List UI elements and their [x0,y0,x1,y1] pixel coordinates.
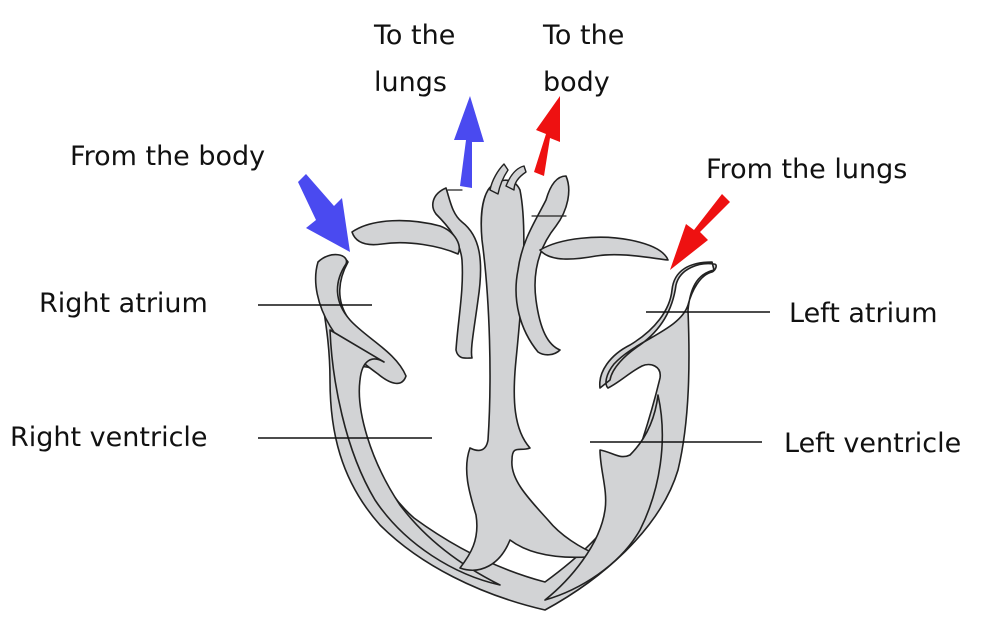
vena-cava [352,221,459,254]
left-ventricle-label: Left ventricle [784,430,961,457]
pulmonary-artery [433,188,481,358]
to-the-lungs-line-2: lungs [374,59,455,106]
to-the-body-line-1: To the [543,12,624,59]
to-the-lungs-line-1: To the [374,12,455,59]
aorta [516,176,569,355]
to-the-lungs-label: To the lungs [374,12,455,106]
to-lungs-arrow [454,96,484,188]
pulmonary-vein [540,237,668,260]
left-atrium-label: Left atrium [789,300,938,327]
heart-cross-section [316,164,717,610]
to-the-body-line-2: body [543,59,624,106]
from-body-arrow [298,174,350,252]
right-atrium-label: Right atrium [39,290,208,317]
to-body-arrow [534,96,560,176]
from-the-body-label: From the body [70,143,265,170]
right-ventricle-label: Right ventricle [10,424,208,451]
to-the-body-label: To the body [543,12,624,106]
from-the-lungs-label: From the lungs [706,156,907,183]
from-lungs-arrow [670,194,730,270]
